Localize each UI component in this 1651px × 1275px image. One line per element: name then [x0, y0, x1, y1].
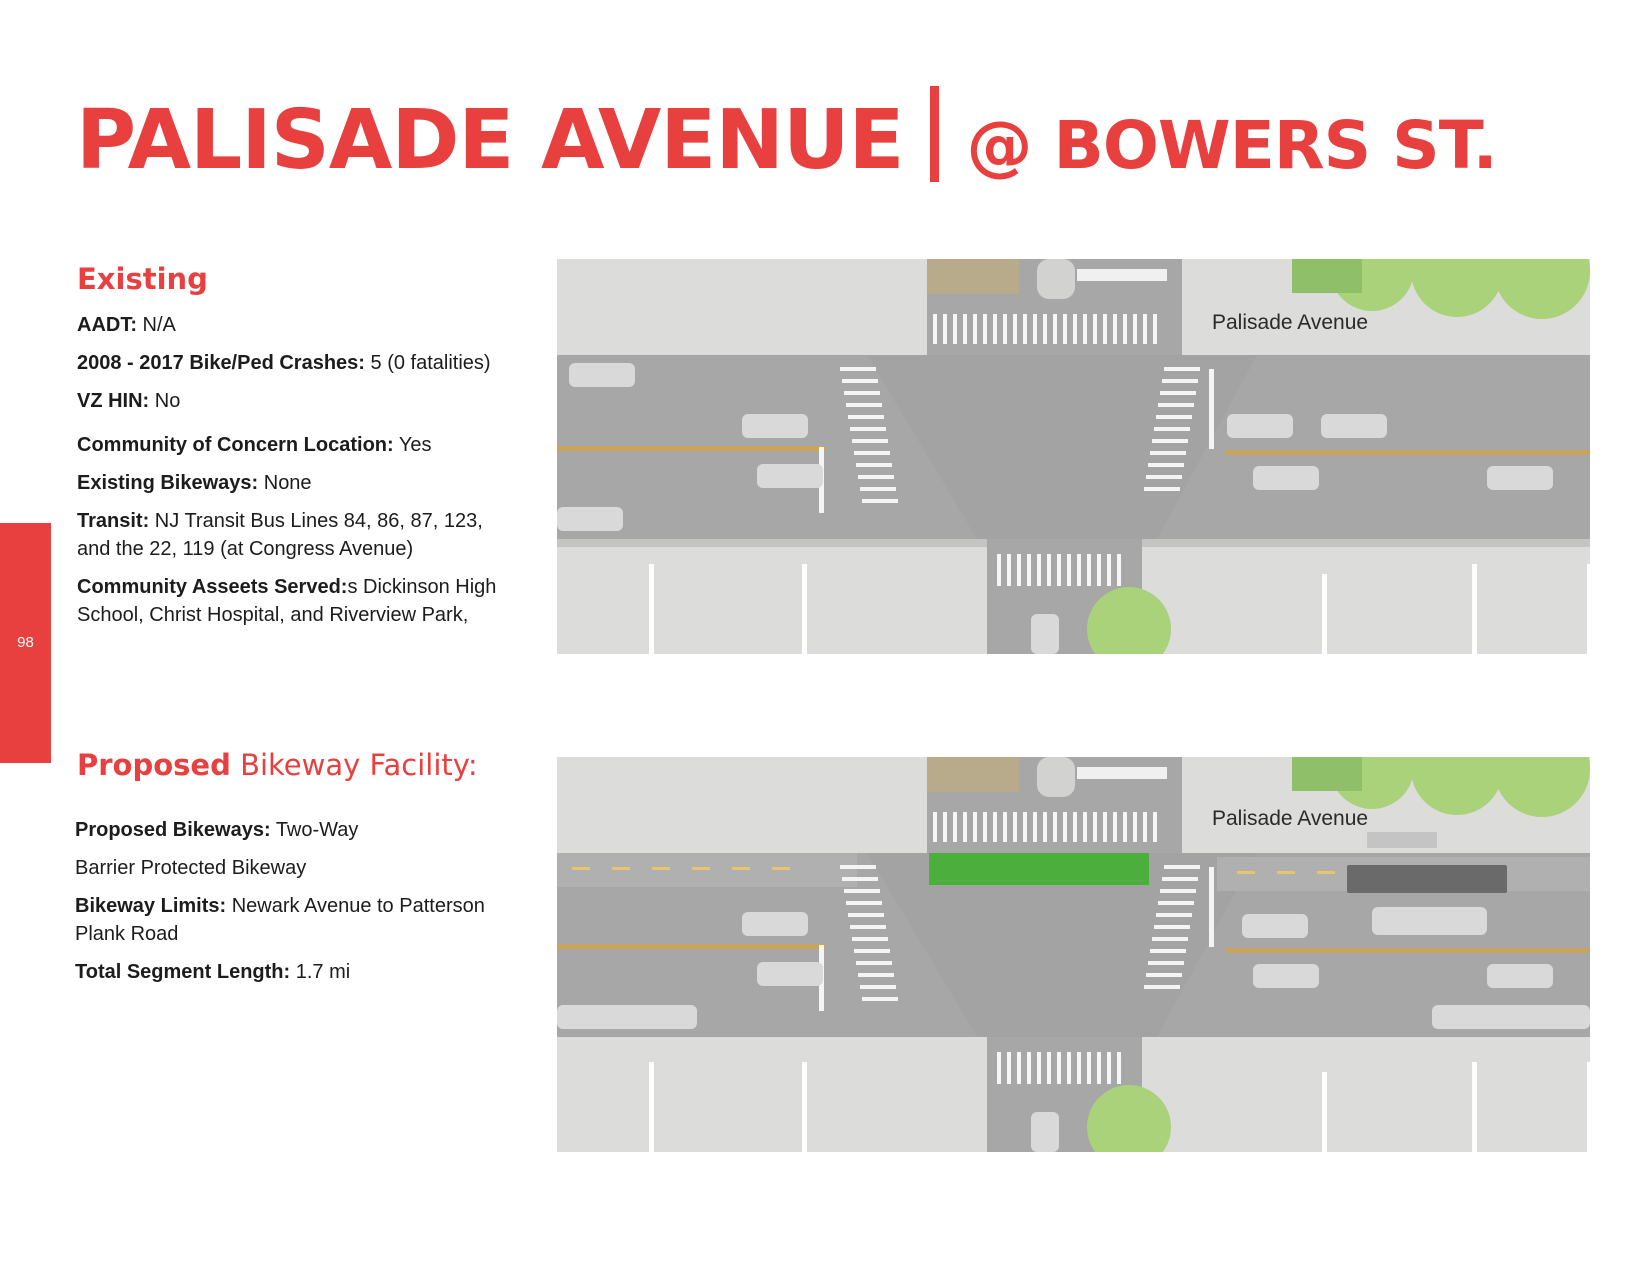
fact-facility-type: Barrier Protected Bikeway [75, 854, 515, 882]
fact-label: Proposed Bikeways: [75, 819, 271, 841]
fact-label: Community of Concern Location: [77, 434, 394, 456]
fact-label: 2008 - 2017 Bike/Ped Crashes: [77, 352, 365, 374]
proposed-heading-bold: Proposed [77, 748, 231, 782]
fact-label: Existing Bikeways: [77, 472, 259, 494]
bikeway-barrier [1347, 865, 1507, 893]
existing-intersection-diagram: Palisade Avenue [557, 259, 1590, 654]
fact-value: Barrier Protected Bikeway [75, 857, 307, 879]
street-label: Palisade Avenue [1212, 807, 1369, 830]
proposed-heading: Proposed Bikeway Facility: [77, 748, 478, 782]
fact-proposed-bikeways: Proposed Bikeways: Two-Way [75, 816, 515, 844]
fact-value: s Dickinson High School, Christ Hospital… [77, 576, 497, 626]
fact-value: Two-Way [270, 819, 359, 841]
existing-heading: Existing [77, 262, 208, 296]
page-title-sub: @ BOWERS ST. [966, 107, 1498, 184]
trees [1087, 259, 1590, 654]
fact-existing-bikeways: Existing Bikeways: None [77, 469, 517, 497]
fact-value: No [149, 390, 181, 412]
proposed-heading-rest: Bikeway Facility: [230, 748, 478, 782]
fact-label: Bikeway Limits: [75, 895, 227, 917]
fact-transit: Transit: NJ Transit Bus Lines 84, 86, 87… [77, 507, 517, 563]
proposed-intersection-drawing [557, 757, 1590, 1152]
page-number: 98 [17, 634, 34, 651]
fact-community-assets: Community Asseets Served:s Dickinson Hig… [77, 573, 517, 629]
fact-aadt: AADT: N/A [77, 311, 517, 339]
proposed-facts-list: Proposed Bikeways: Two-Way Barrier Prote… [75, 816, 515, 986]
fact-value: None [258, 472, 312, 494]
title-divider [929, 86, 939, 182]
existing-facts-list: AADT: N/A 2008 - 2017 Bike/Ped Crashes: … [77, 311, 517, 629]
page-side-tab [0, 523, 51, 763]
fact-value: N/A [137, 314, 176, 336]
green-bike-crossing [929, 853, 1149, 885]
proposed-intersection-diagram: Palisade Avenue [557, 757, 1590, 1152]
fact-value: 1.7 mi [290, 961, 351, 983]
crosswalk-stripes [933, 314, 1157, 586]
fact-value: Yes [393, 434, 432, 456]
fact-label: AADT: [77, 314, 137, 336]
vehicles [557, 363, 1553, 654]
fact-bikeway-limits: Bikeway Limits: Newark Avenue to Patters… [75, 892, 515, 948]
street-label: Palisade Avenue [1212, 311, 1369, 334]
fact-vz-hin: VZ HIN: No [77, 387, 517, 415]
fact-community-concern: Community of Concern Location: Yes [77, 431, 517, 459]
fact-label: VZ HIN: [77, 390, 150, 412]
fact-label: Transit: [77, 510, 150, 532]
fact-value: Newark Avenue to Patterson Plank Road [75, 895, 485, 945]
page-title-main: PALISADE AVENUE [76, 93, 905, 188]
page-title: PALISADE AVENUE @ BOWERS ST. [76, 86, 1498, 188]
fact-segment-length: Total Segment Length: 1.7 mi [75, 958, 515, 986]
fact-value: NJ Transit Bus Lines 84, 86, 87, 123, an… [77, 510, 483, 560]
fact-crashes: 2008 - 2017 Bike/Ped Crashes: 5 (0 fatal… [77, 349, 517, 377]
fact-label: Community Asseets Served: [77, 576, 348, 598]
fact-value: 5 (0 fatalities) [364, 352, 491, 374]
existing-intersection-drawing [557, 259, 1590, 654]
fact-label: Total Segment Length: [75, 961, 291, 983]
